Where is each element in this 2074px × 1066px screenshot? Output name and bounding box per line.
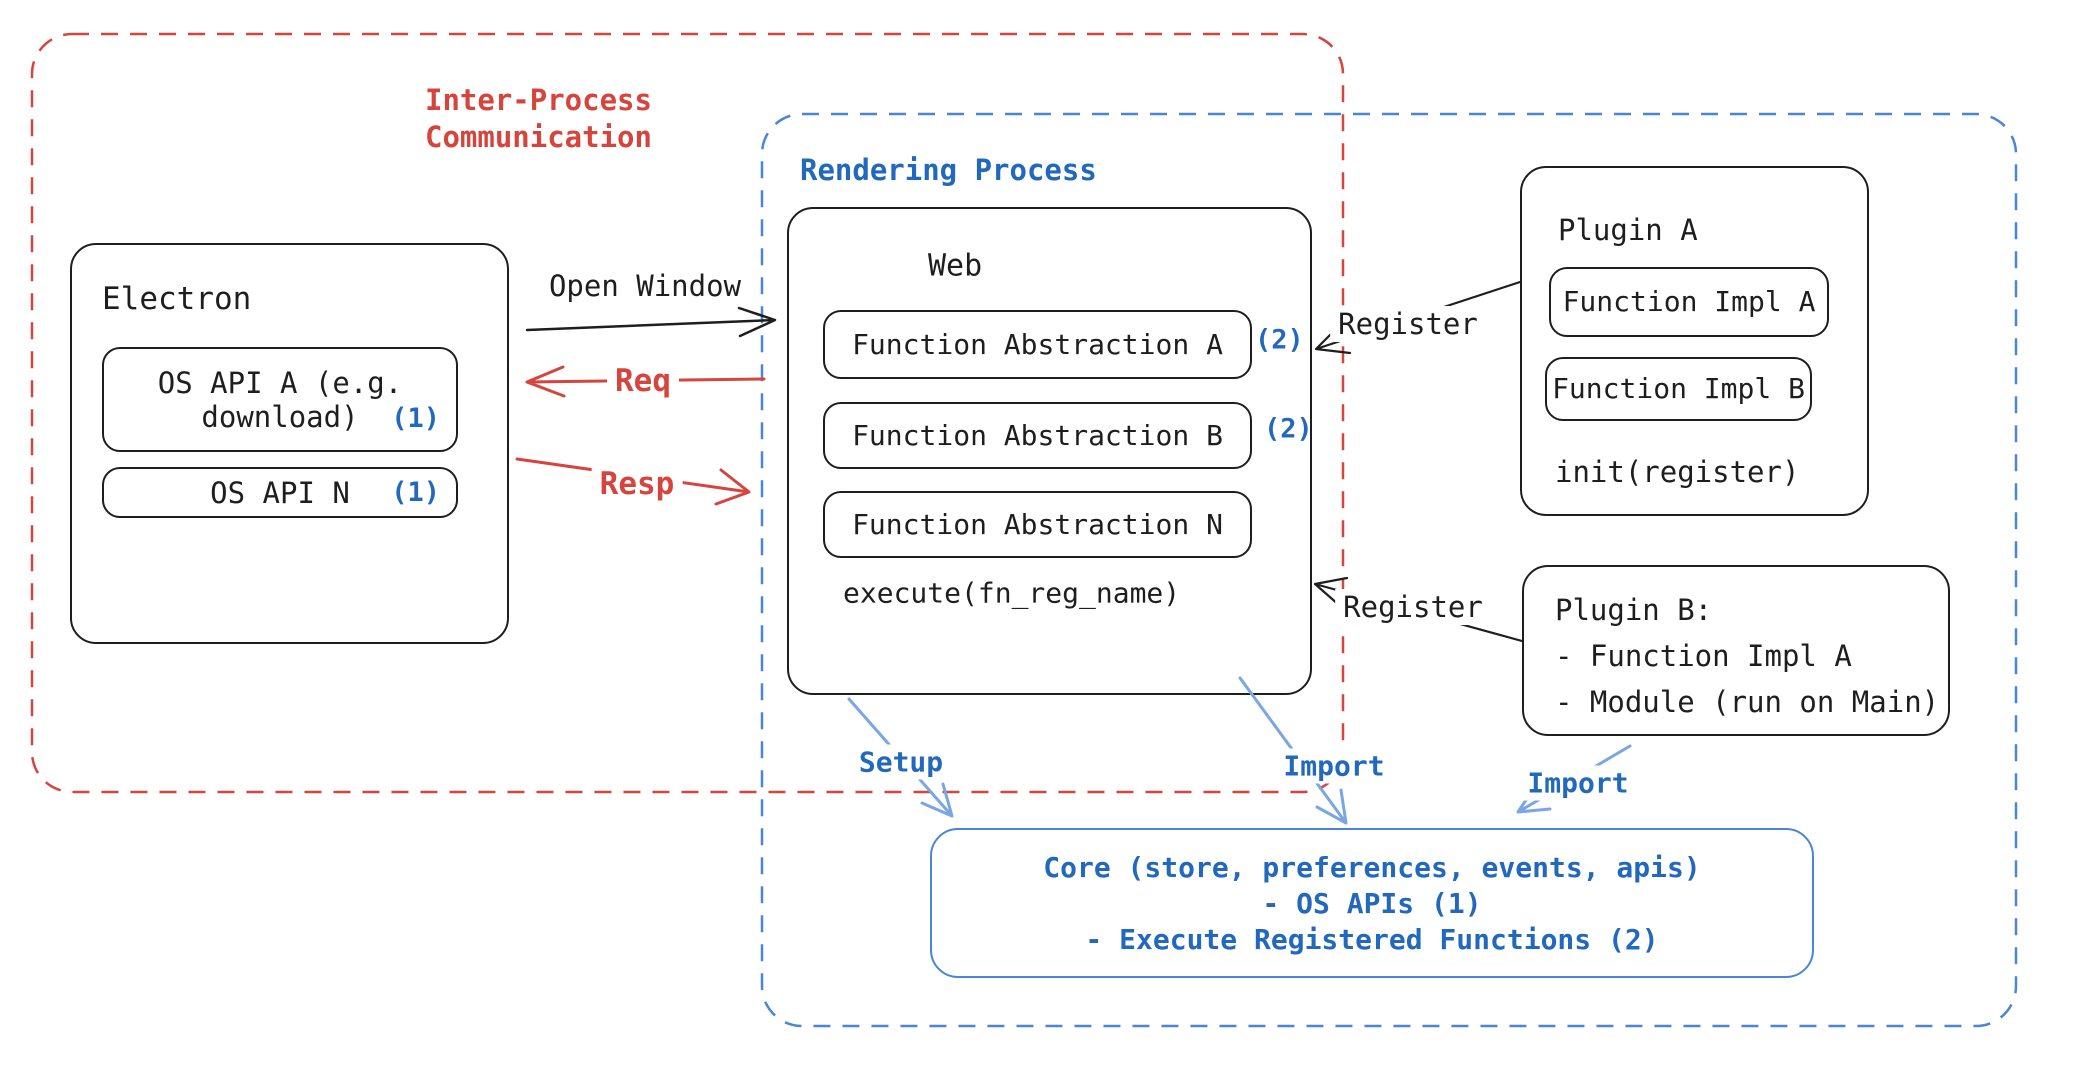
os-api-a-label-line2: download) <box>201 399 359 434</box>
plugin-b-title: Plugin B: <box>1555 593 1713 627</box>
plugin-a-title: Plugin A <box>1558 213 1698 247</box>
function-abstraction-b-box: Function Abstraction B <box>823 402 1252 469</box>
plugin-b-box: Plugin B: - Function Impl A - Module (ru… <box>1522 565 1950 736</box>
rendering-group-label: Rendering Process <box>800 153 1097 187</box>
plugin-b-item-function-impl-a: - Function Impl A <box>1555 639 1852 673</box>
function-abstraction-n-label: Function Abstraction N <box>852 507 1223 541</box>
os-api-a-label-line1: OS API A (e.g. <box>157 365 403 400</box>
function-abstraction-a-label: Function Abstraction A <box>852 327 1223 361</box>
core-title-line: Core (store, preferences, events, apis) <box>1043 851 1701 884</box>
os-api-a-ref-badge: (1) <box>391 403 440 434</box>
os-api-n-label: OS API N <box>210 475 350 510</box>
core-content: Core (store, preferences, events, apis) … <box>932 850 1812 958</box>
os-api-n-ref-badge: (1) <box>391 476 440 508</box>
web-title: Web <box>928 248 983 284</box>
function-abstraction-a-box: Function Abstraction A <box>823 310 1252 379</box>
os-api-a-box: OS API A (e.g. download) (1) <box>102 347 458 452</box>
function-impl-a-label: Function Impl A <box>1562 285 1816 318</box>
req-label: Req <box>607 362 679 400</box>
register-top-label: Register <box>1330 306 1486 342</box>
open-window-label: Open Window <box>540 268 750 304</box>
function-impl-b-box: Function Impl B <box>1545 357 1812 421</box>
function-abstraction-b-ref-badge: (2) <box>1264 413 1313 445</box>
register-bottom-label: Register <box>1335 589 1491 625</box>
plugin-a-init-text: init(register) <box>1555 455 1800 489</box>
core-os-apis-line: - OS APIs (1) <box>1262 887 1482 920</box>
ipc-group-label: Inter-Process Communication <box>425 82 652 156</box>
import-plugin-label: Import <box>1519 765 1637 801</box>
resp-label: Resp <box>591 465 683 503</box>
function-impl-b-label: Function Impl B <box>1552 372 1805 405</box>
ipc-label-line2: Communication <box>425 120 652 154</box>
function-impl-a-box: Function Impl A <box>1549 267 1829 337</box>
import-web-label: Import <box>1275 748 1393 784</box>
os-api-n-box: OS API N (1) <box>102 467 458 518</box>
core-execute-line: - Execute Registered Functions (2) <box>1085 923 1659 956</box>
plugin-a-box: Plugin A Function Impl A Function Impl B… <box>1520 166 1869 516</box>
setup-label: Setup <box>850 744 952 780</box>
electron-box: Electron OS API A (e.g. download) (1) OS… <box>70 243 509 644</box>
function-abstraction-b-label: Function Abstraction B <box>852 418 1223 452</box>
function-abstraction-a-ref-badge: (2) <box>1255 324 1304 356</box>
web-execute-text: execute(fn_reg_name) <box>843 576 1181 610</box>
web-box: Web Function Abstraction A (2) Function … <box>787 207 1313 695</box>
function-abstraction-n-box: Function Abstraction N <box>823 491 1252 558</box>
plugin-b-content: Plugin B: - Function Impl A - Module (ru… <box>1555 587 1939 725</box>
core-box: Core (store, preferences, events, apis) … <box>930 828 1814 978</box>
plugin-b-item-module: - Module (run on Main) <box>1555 685 1940 719</box>
electron-title: Electron <box>102 281 252 317</box>
ipc-label-line1: Inter-Process <box>425 83 652 117</box>
open-window-arrow <box>525 306 777 338</box>
